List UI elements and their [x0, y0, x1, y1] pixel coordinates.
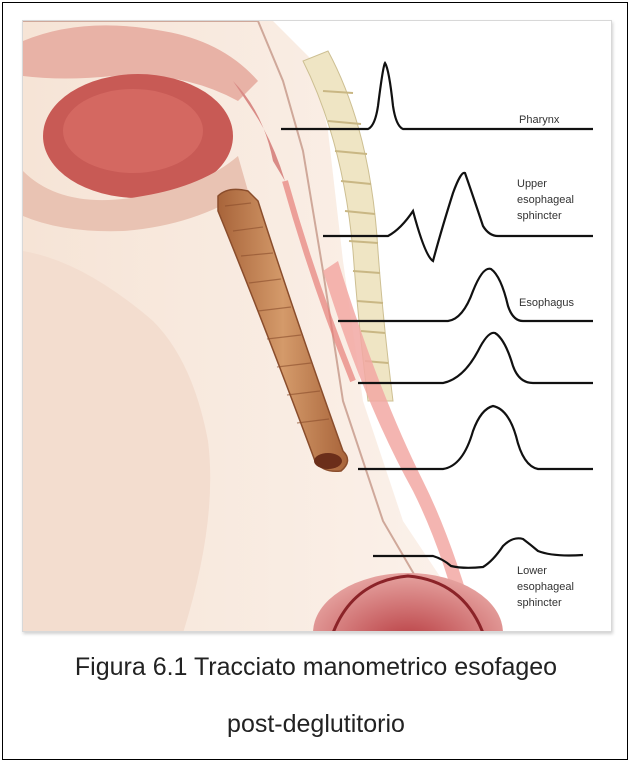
- label-lower-sphincter-1: Lower: [517, 565, 547, 577]
- anatomy-manometry-illustration: Pharynx Upper esophageal sphincter Esoph…: [22, 20, 612, 632]
- label-lower-sphincter-2: esophageal: [517, 581, 574, 593]
- trace-labels: Pharynx Upper esophageal sphincter Esoph…: [517, 114, 575, 609]
- tongue-highlight: [63, 89, 203, 173]
- figure-caption-line1: Figura 6.1 Tracciato manometrico esofage…: [3, 653, 629, 682]
- trace-esophagus-2: [358, 333, 593, 383]
- figure-caption-line2: post-deglutitorio: [3, 710, 629, 739]
- label-esophagus: Esophagus: [519, 297, 575, 309]
- label-lower-sphincter-3: sphincter: [517, 597, 562, 609]
- label-upper-sphincter-3: sphincter: [517, 210, 562, 222]
- label-upper-sphincter-1: Upper: [517, 178, 547, 190]
- esophagus-end: [314, 453, 342, 469]
- label-pharynx: Pharynx: [519, 114, 560, 126]
- label-upper-sphincter-2: esophageal: [517, 194, 574, 206]
- head-neck-anatomy: [23, 21, 503, 632]
- illustration-svg: Pharynx Upper esophageal sphincter Esoph…: [23, 21, 612, 632]
